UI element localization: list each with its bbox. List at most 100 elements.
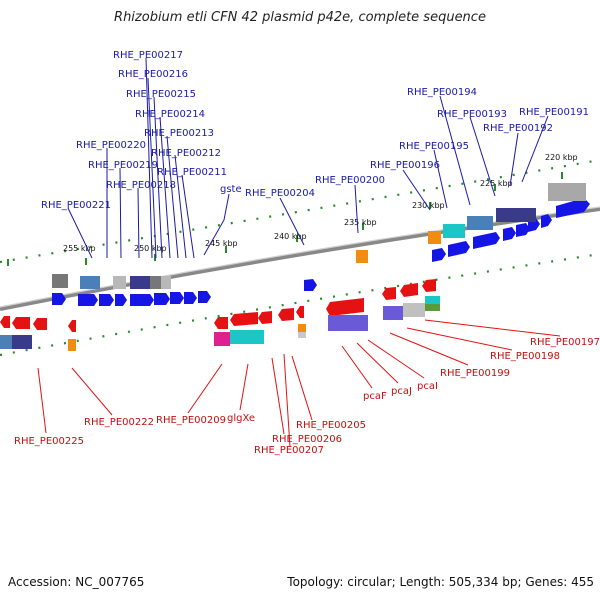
gene-label[interactable]: RHE_PE00221 — [41, 200, 111, 211]
gene-arrow[interactable] — [422, 279, 436, 292]
feature-box[interactable] — [428, 231, 441, 244]
forward-features — [52, 183, 586, 289]
gene-arrow[interactable] — [432, 248, 446, 262]
gene-arrow[interactable] — [541, 214, 552, 228]
gene-label[interactable]: RHE_PE00200 — [315, 175, 385, 186]
gene-label[interactable]: RHE_PE00195 — [399, 141, 469, 152]
gene-arrow[interactable] — [99, 294, 114, 306]
gene-arrow[interactable] — [503, 227, 516, 241]
gene-label[interactable]: pcaF — [363, 391, 387, 402]
gene-arrow[interactable] — [230, 312, 258, 326]
gene-arrow[interactable] — [448, 241, 470, 257]
feature-box[interactable] — [0, 335, 12, 349]
gene-label[interactable]: pcaJ — [391, 386, 412, 397]
gene-label[interactable]: RHE_PE00209 — [156, 415, 226, 426]
gene-arrow[interactable] — [78, 294, 98, 306]
tick-label: 225 kbp — [480, 179, 513, 188]
gene-label[interactable]: RHE_PE00192 — [483, 123, 553, 134]
gene-label[interactable]: RHE_PE00193 — [437, 109, 507, 120]
accession-text: Accession: NC_007765 — [8, 575, 145, 589]
gene-arrow[interactable] — [198, 291, 211, 303]
feature-box[interactable] — [328, 315, 368, 331]
gene-label[interactable]: RHE_PE00216 — [118, 69, 188, 80]
gene-label[interactable]: glgXe — [227, 413, 255, 424]
feature-box[interactable] — [403, 303, 425, 317]
gene-label[interactable]: pcaI — [417, 381, 438, 392]
gene-arrow[interactable] — [52, 293, 66, 305]
gene-label[interactable]: RHE_PE00199 — [440, 368, 510, 379]
forward-gene-labels: RHE_PE00217 RHE_PE00216 RHE_PE00215 RHE_… — [41, 50, 589, 211]
gene-label[interactable]: RHE_PE00194 — [407, 87, 477, 98]
gene-label[interactable]: RHE_PE00219 — [88, 160, 158, 171]
gene-label[interactable]: RHE_PE00212 — [151, 148, 221, 159]
gene-arrow[interactable] — [184, 292, 197, 304]
feature-box[interactable] — [298, 332, 306, 338]
map-title: Rhizobium etli CFN 42 plasmid p42e, comp… — [114, 10, 486, 25]
feature-box[interactable] — [467, 216, 493, 230]
gene-label[interactable]: RHE_PE00220 — [76, 140, 146, 151]
gene-label[interactable]: RHE_PE00214 — [135, 109, 205, 120]
gene-arrow[interactable] — [130, 294, 154, 306]
gene-label[interactable]: RHE_PE00196 — [370, 160, 440, 171]
gene-label[interactable]: RHE_PE00205 — [296, 420, 366, 431]
feature-box[interactable] — [68, 339, 76, 351]
gene-arrow[interactable] — [33, 318, 47, 330]
gene-arrow[interactable] — [154, 293, 170, 305]
feature-box[interactable] — [356, 250, 368, 263]
gene-label[interactable]: RHE_PE00225 — [14, 436, 84, 447]
gene-label[interactable]: RHE_PE00213 — [144, 128, 214, 139]
feature-box[interactable] — [214, 332, 230, 346]
gene-label[interactable]: RHE_PE00211 — [157, 167, 227, 178]
reverse-features — [0, 296, 440, 351]
major-ticks — [7, 172, 563, 266]
gene-label[interactable]: RHE_PE00191 — [519, 107, 589, 118]
gene-label[interactable]: gste — [220, 184, 242, 195]
gene-arrow[interactable] — [400, 283, 418, 297]
gene-label[interactable]: RHE_PE00204 — [245, 188, 315, 199]
feature-box[interactable] — [12, 335, 32, 349]
feature-box[interactable] — [496, 208, 536, 222]
kbp-tick-labels: 220 kbp 225 kbp 230 kbp 235 kbp 240 kbp … — [63, 153, 578, 253]
tick-label: 230 kbp — [412, 201, 445, 210]
gene-arrow[interactable] — [68, 320, 76, 332]
feature-box[interactable] — [443, 224, 465, 238]
feature-box[interactable] — [150, 276, 161, 289]
gene-arrow[interactable] — [556, 198, 590, 218]
feature-box[interactable] — [161, 276, 171, 289]
gene-arrow[interactable] — [214, 317, 228, 329]
gene-label[interactable]: RHE_PE00197 — [530, 337, 600, 348]
gene-label[interactable]: RHE_PE00198 — [490, 351, 560, 362]
gene-arrow[interactable] — [326, 298, 364, 316]
gene-arrow[interactable] — [0, 316, 10, 328]
feature-box[interactable] — [230, 330, 264, 344]
feature-box[interactable] — [383, 306, 403, 320]
tick-label: 255 kbp — [63, 244, 96, 253]
feature-box[interactable] — [52, 274, 68, 288]
gene-arrow[interactable] — [296, 306, 304, 318]
feature-box[interactable] — [80, 276, 100, 289]
gene-arrow[interactable] — [516, 223, 530, 237]
gene-label[interactable]: RHE_PE00206 — [272, 434, 342, 445]
feature-box[interactable] — [548, 183, 586, 201]
gene-arrow[interactable] — [12, 317, 30, 329]
gene-arrow[interactable] — [304, 279, 317, 291]
gene-arrow[interactable] — [473, 232, 500, 249]
feature-box[interactable] — [130, 276, 150, 289]
feature-box[interactable] — [425, 304, 440, 311]
feature-box[interactable] — [298, 324, 306, 332]
gene-label[interactable]: RHE_PE00207 — [254, 445, 324, 456]
gene-arrow[interactable] — [278, 308, 294, 321]
tick-label: 250 kbp — [134, 244, 167, 253]
gene-arrow[interactable] — [382, 287, 396, 300]
feature-box[interactable] — [113, 276, 126, 289]
gene-arrow[interactable] — [115, 294, 127, 306]
gene-label[interactable]: RHE_PE00218 — [106, 180, 176, 191]
gene-label[interactable]: RHE_PE00222 — [84, 417, 154, 428]
gene-arrow[interactable] — [170, 292, 184, 304]
topology-text: Topology: circular; Length: 505,334 bp; … — [287, 575, 594, 589]
gene-label[interactable]: RHE_PE00217 — [113, 50, 183, 61]
gene-arrow[interactable] — [258, 311, 272, 324]
gene-label[interactable]: RHE_PE00215 — [126, 89, 196, 100]
feature-box[interactable] — [425, 296, 440, 304]
